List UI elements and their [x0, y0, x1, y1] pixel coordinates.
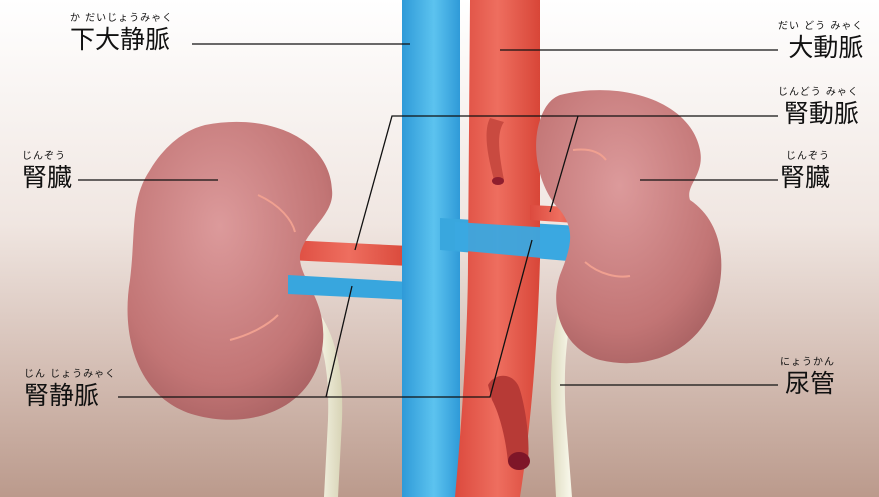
ruby-aorta: だい どう みゃく [778, 22, 863, 32]
text-kidney-right: 腎臓 [780, 165, 830, 190]
text-aorta: 大動脈 [778, 35, 863, 60]
text-ureter: 尿管 [780, 371, 835, 396]
ruby-ureter: にょうかん [780, 358, 835, 368]
text-renal-vein: 腎静脈 [24, 383, 116, 408]
label-inferior-vena-cava: か だいじょうみゃく 下大静脈 [70, 14, 173, 52]
ruby-inferior-vena-cava: か だいじょうみゃく [70, 14, 173, 24]
label-ureter: にょうかん 尿管 [780, 358, 835, 396]
text-inferior-vena-cava: 下大静脈 [70, 27, 173, 52]
label-aorta: だい どう みゃく 大動脈 [778, 22, 863, 60]
label-kidney-left: じんぞう 腎臓 [22, 152, 72, 190]
ruby-kidney-left: じんぞう [22, 152, 72, 162]
upper-branch-end [492, 177, 504, 185]
ruby-kidney-right: じんぞう [780, 152, 830, 162]
ruby-renal-vein: じん じょうみゃく [24, 370, 116, 380]
label-renal-artery: じんどう みゃく 腎動脈 [778, 88, 859, 126]
ruby-renal-artery: じんどう みゃく [778, 88, 859, 98]
text-kidney-left: 腎臓 [22, 165, 72, 190]
label-renal-vein: じん じょうみゃく 腎静脈 [24, 370, 116, 408]
text-renal-artery: 腎動脈 [778, 101, 859, 126]
left-kidney [128, 122, 333, 420]
label-kidney-right: じんぞう 腎臓 [780, 152, 830, 190]
lower-branch-end [508, 452, 530, 470]
